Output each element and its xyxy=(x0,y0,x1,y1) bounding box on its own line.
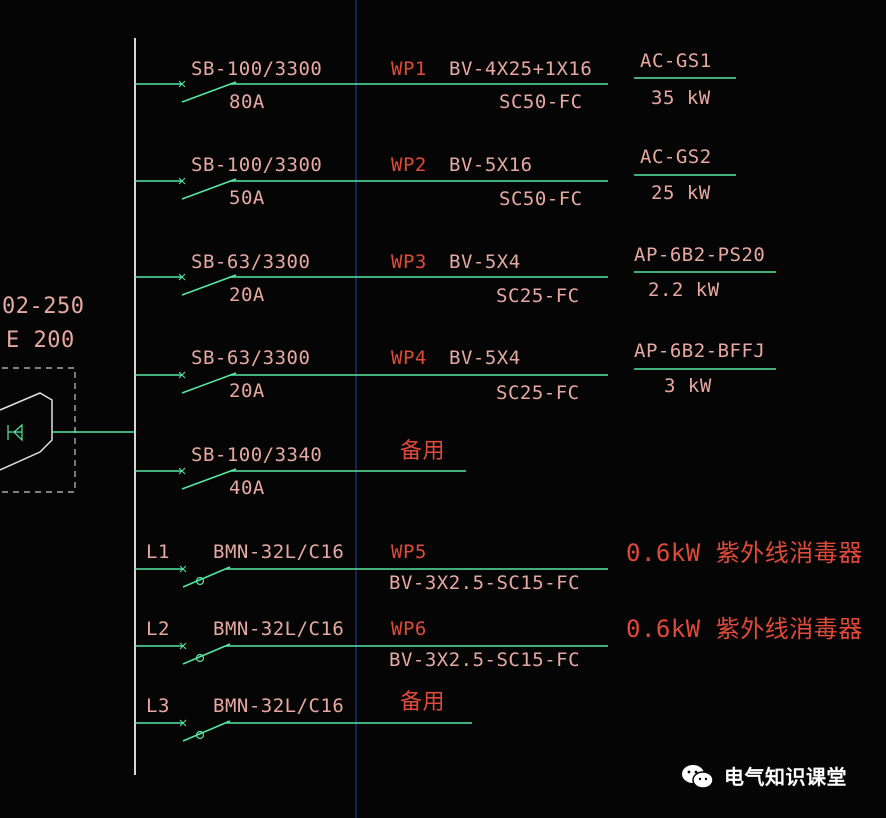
branch-spare xyxy=(135,467,466,490)
load-name: AC-GS2 xyxy=(640,146,712,168)
breaker-rating: 50A xyxy=(229,187,265,209)
load-description: 0.6kW 紫外线消毒器 xyxy=(626,615,863,643)
incoming-breaker-model: 02-250 xyxy=(2,294,85,319)
incoming-breaker-box xyxy=(0,367,76,493)
spare-label: 备用 xyxy=(400,439,446,464)
circuit-id: WP5 xyxy=(391,541,427,563)
load-power: 2.2 kW xyxy=(648,279,720,301)
breaker-label: SB-100/3340 xyxy=(191,444,323,466)
phase-label: L1 xyxy=(146,541,170,563)
breaker-label: SB-100/3300 xyxy=(191,154,323,176)
spare-label: 备用 xyxy=(400,690,446,715)
load-name: AP-6B2-PS20 xyxy=(634,244,766,266)
incoming-breaker-setting: E 200 xyxy=(6,328,75,353)
conduit-spec: SC50-FC xyxy=(499,188,583,210)
load-description: 0.6kW 紫外线消毒器 xyxy=(626,539,863,567)
phase-label: L3 xyxy=(146,695,170,717)
branch-wp3 xyxy=(135,271,776,296)
breaker-rating: 20A xyxy=(229,284,265,306)
branch-wp4 xyxy=(135,368,776,394)
breaker-rating: 40A xyxy=(229,477,265,499)
load-power: 25 kW xyxy=(651,182,711,204)
breaker-label: SB-63/3300 xyxy=(191,347,311,369)
wechat-icon xyxy=(682,765,714,789)
cable-spec: BV-3X2.5-SC15-FC xyxy=(389,572,581,594)
cable-spec: BV-5X4 xyxy=(449,347,521,369)
breaker-label: BMN-32L/C16 xyxy=(213,695,345,717)
breaker-label: BMN-32L/C16 xyxy=(213,618,345,640)
branch-l3-spare xyxy=(135,719,472,742)
cable-spec: BV-4X25+1X16 xyxy=(449,58,593,80)
branch-wp2 xyxy=(135,174,736,200)
circuit-id: WP4 xyxy=(391,347,427,369)
cable-spec: BV-5X16 xyxy=(449,154,533,176)
cable-spec: BV-3X2.5-SC15-FC xyxy=(389,649,581,671)
trip-unit-icon xyxy=(7,423,23,442)
breaker-label: SB-63/3300 xyxy=(191,251,311,273)
load-name: AC-GS1 xyxy=(640,50,712,72)
circuit-id: WP1 xyxy=(391,58,427,80)
breaker-label: BMN-32L/C16 xyxy=(213,541,345,563)
conduit-spec: SC50-FC xyxy=(499,91,583,113)
watermark-text: 电气知识课堂 xyxy=(724,765,847,789)
branch-wp6 xyxy=(135,642,608,665)
circuit-id: WP6 xyxy=(391,618,427,640)
cable-spec: BV-5X4 xyxy=(449,251,521,273)
branch-wp5 xyxy=(135,565,608,588)
circuit-id: WP2 xyxy=(391,154,427,176)
branch-wp1 xyxy=(135,77,736,103)
conduit-spec: SC25-FC xyxy=(496,382,580,404)
load-power: 3 kW xyxy=(664,375,712,397)
watermark: 电气知识课堂 xyxy=(680,762,847,792)
breaker-label: SB-100/3300 xyxy=(191,58,323,80)
breaker-rating: 20A xyxy=(229,380,265,402)
breaker-rating: 80A xyxy=(229,91,265,113)
load-name: AP-6B2-BFFJ xyxy=(634,340,766,362)
phase-label: L2 xyxy=(146,618,170,640)
load-power: 35 kW xyxy=(651,87,711,109)
incoming-breaker-symbol xyxy=(0,392,53,471)
conduit-spec: SC25-FC xyxy=(496,285,580,307)
circuit-id: WP3 xyxy=(391,251,427,273)
